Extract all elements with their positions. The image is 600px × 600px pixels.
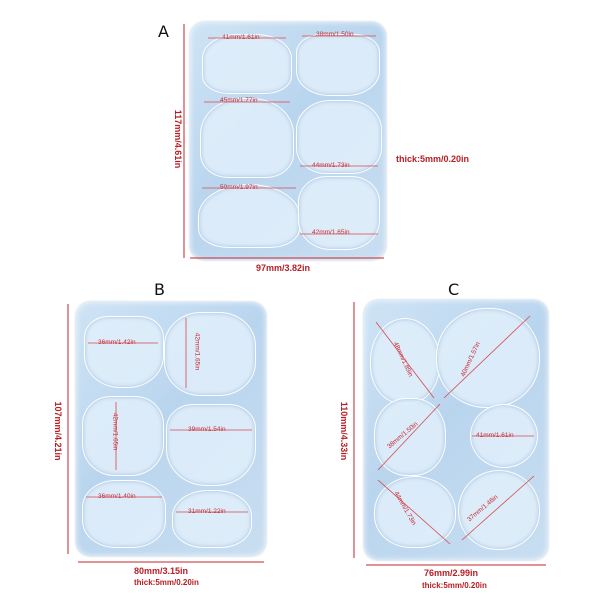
- mold-a-cavity-3-dim: 45mm/1.77in: [220, 97, 258, 104]
- mold-a-cavity-1: [202, 34, 292, 94]
- mold-a-cavity-4: [296, 100, 382, 174]
- mold-b-cavity-3: [82, 396, 164, 476]
- mold-a-cavity-2-dim: 38mm/1.50in: [316, 31, 354, 38]
- mold-b-cavity-4-dim: 39mm/1.54in: [188, 426, 226, 433]
- mold-c-width: 76mm/2.99in: [424, 568, 479, 578]
- mold-c-cavity-2: [436, 308, 540, 408]
- mold-a-cavity-6-dim: 42mm/1.65in: [312, 229, 350, 236]
- mold-b-thick: thick:5mm/0.20in: [134, 578, 199, 587]
- mold-b-label: B: [154, 280, 165, 299]
- mold-a-cavity-1-dim: 41mm/1.61in: [222, 34, 260, 41]
- mold-b-cavity-4: [166, 404, 256, 486]
- mold-b-cavity-5: [82, 480, 166, 548]
- mold-a-cavity-5-dim: 50mm/1.97in: [220, 184, 258, 191]
- mold-c-cavity-4-dim: 41mm/1.61in: [476, 432, 514, 439]
- mold-b-cavity-1-dim: 36mm/1.42in: [98, 339, 136, 346]
- mold-b-width: 80mm/3.15in: [134, 566, 189, 576]
- mold-b-cavity-6: [172, 490, 252, 548]
- mold-a-cavity-2: [296, 34, 380, 96]
- mold-b-cavity-5-dim: 36mm/1.40in: [98, 493, 136, 500]
- mold-b-cavity-1: [84, 316, 164, 388]
- mold-a-label: A: [158, 22, 169, 41]
- mold-c-label: C: [448, 280, 460, 299]
- mold-b-cavity-6-dim: 31mm/1.22in: [188, 508, 226, 515]
- mold-a-cavity-4-dim: 44mm/1.73in: [312, 162, 350, 169]
- mold-a-cavity-6: [298, 176, 380, 250]
- mold-a-width: 97mm/3.82in: [256, 263, 311, 273]
- mold-c-cavity-5: [374, 476, 456, 548]
- mold-a-thick: thick:5mm/0.20in: [396, 154, 470, 164]
- mold-c-thick: thick:5mm/0.20in: [422, 581, 487, 590]
- mold-b-cavity-2: [164, 312, 256, 396]
- mold-a-cavity-3: [200, 98, 294, 178]
- mold-a-cavity-5: [198, 184, 300, 248]
- mold-c-cavity-3: [374, 398, 446, 476]
